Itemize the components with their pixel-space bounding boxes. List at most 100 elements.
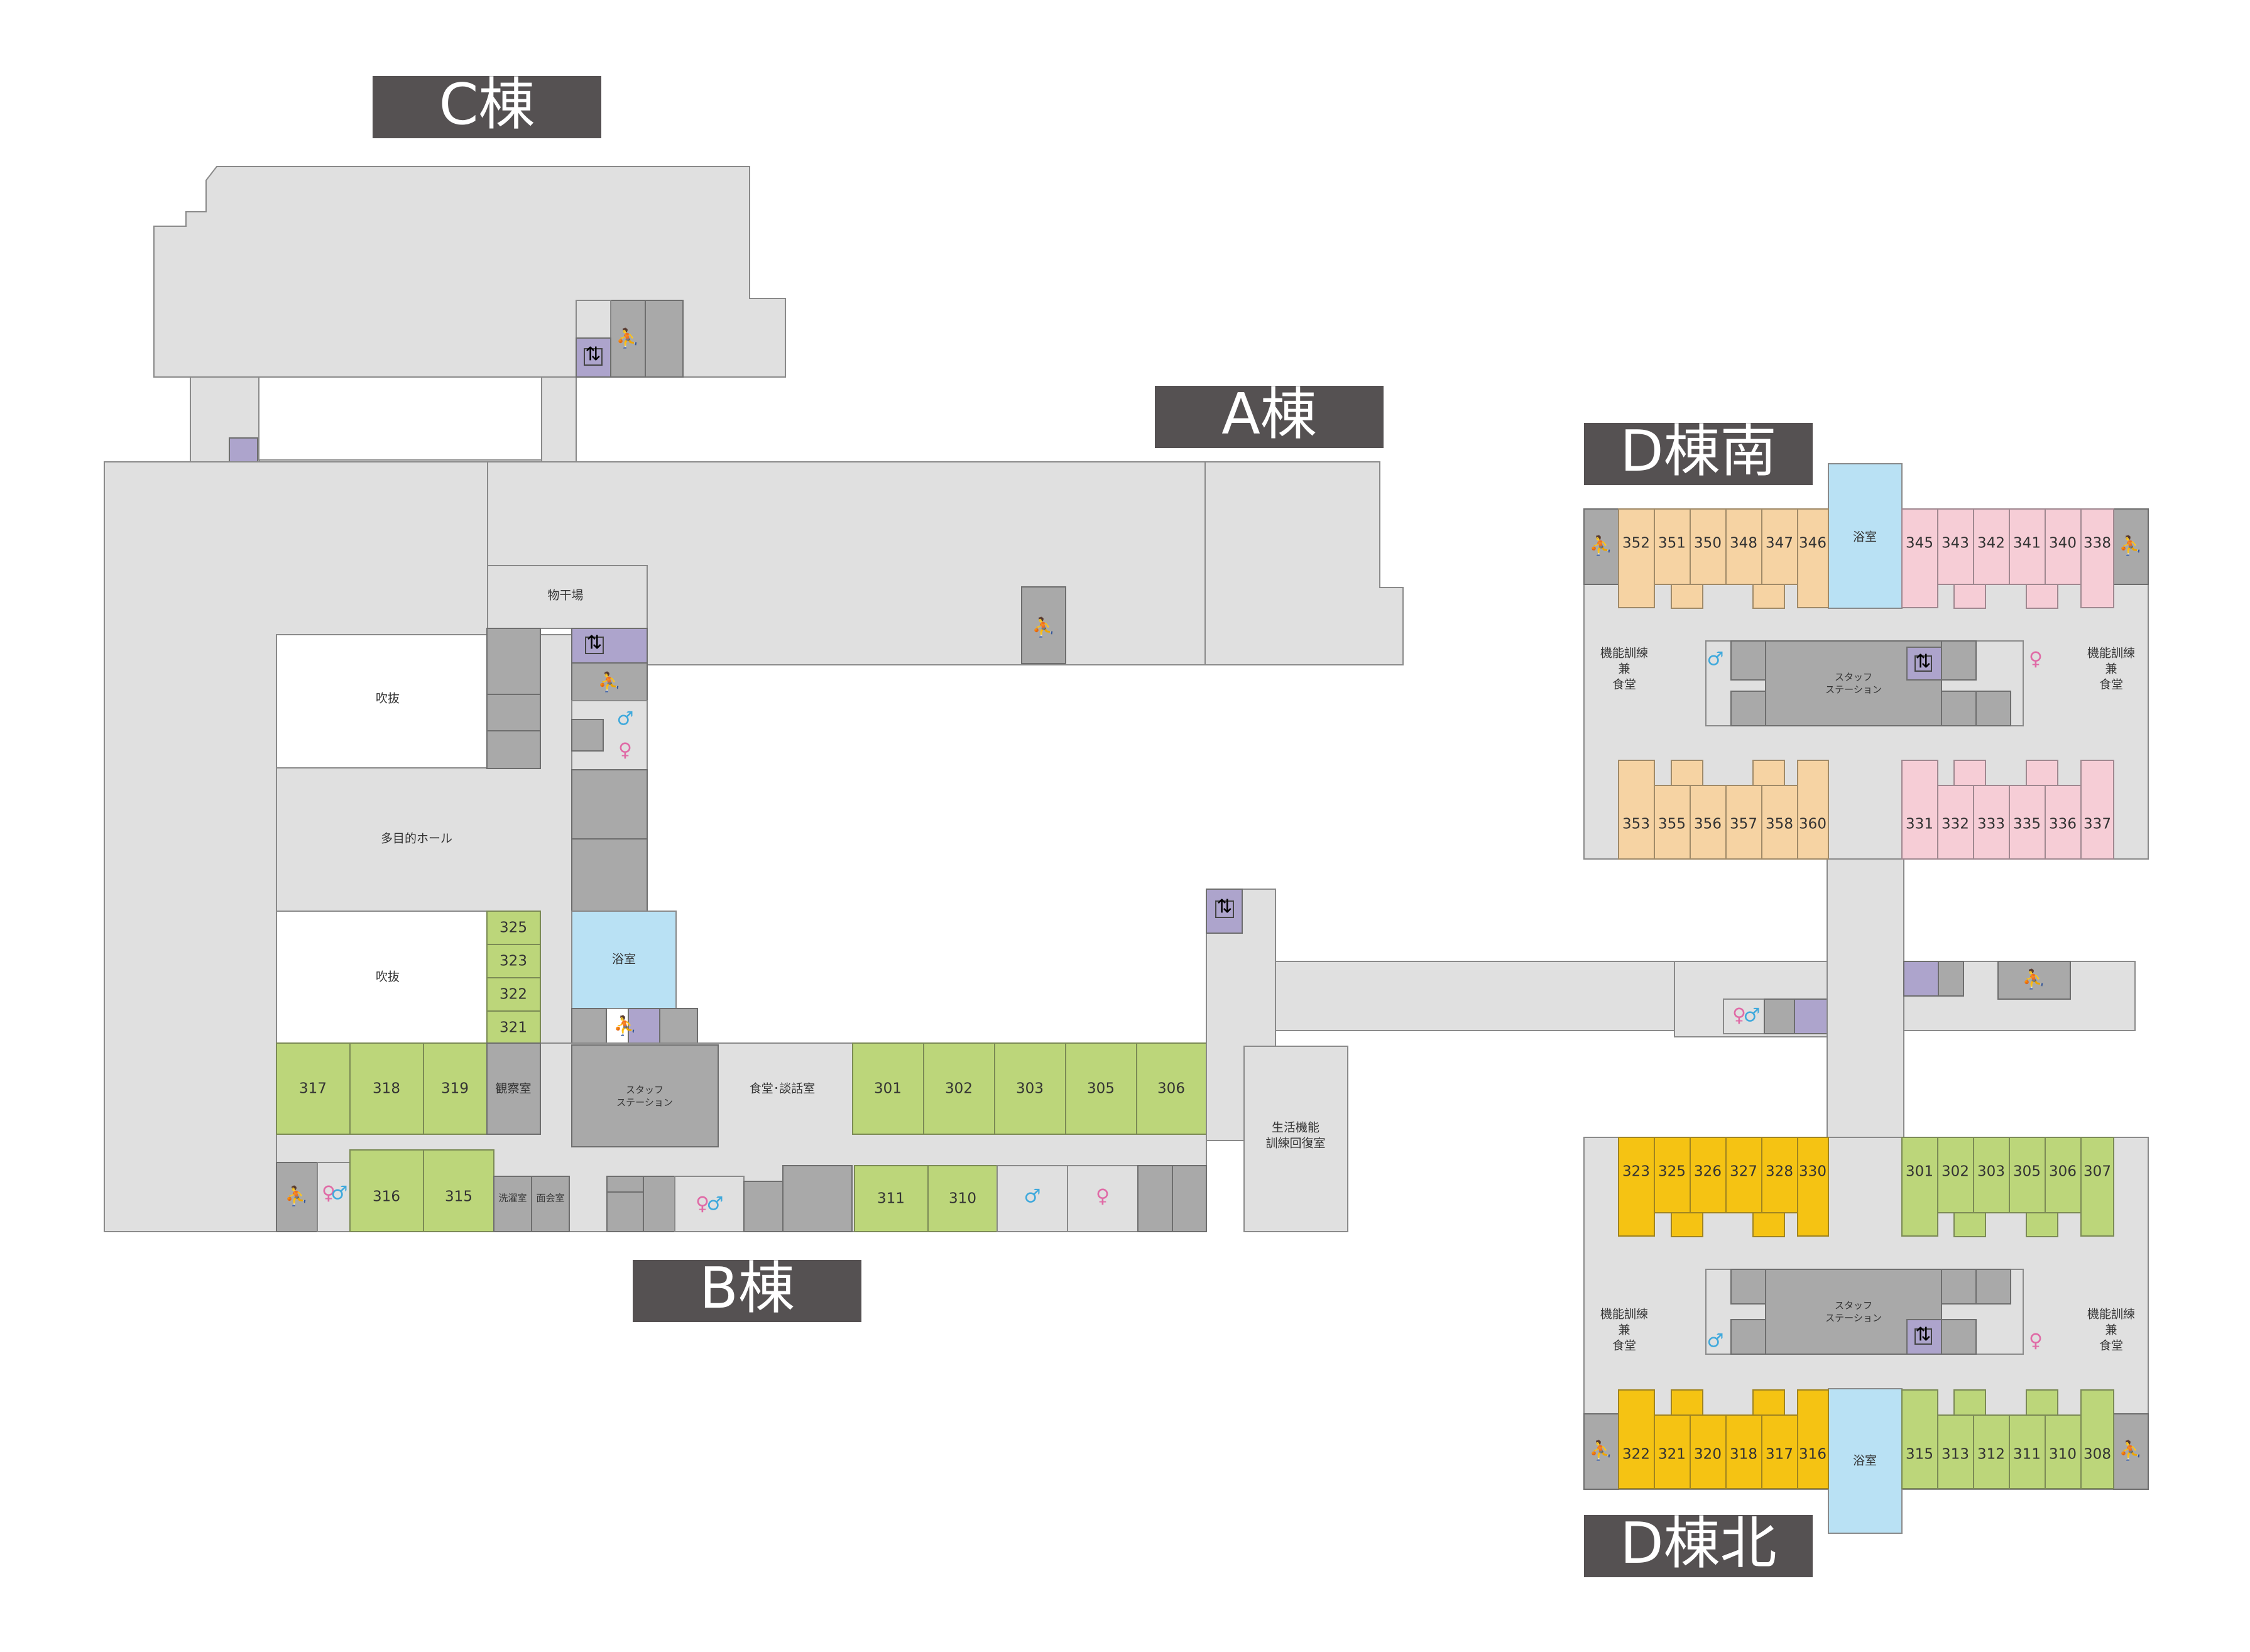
b-bottom-female-toilet-icon-mid: ♀: [696, 1193, 709, 1215]
room-b311: 311: [877, 1191, 905, 1207]
room-dn317: 317: [1766, 1447, 1793, 1463]
b-right-elevator-icon: ⇅: [1215, 896, 1234, 918]
room-ds348: 348: [1730, 535, 1757, 552]
building-label-b: B棟: [633, 1255, 861, 1322]
b-staff-station-label-1: スタッフ: [626, 1085, 664, 1096]
room-dn307: 307: [2083, 1164, 2111, 1180]
room-ds350: 350: [1694, 535, 1722, 552]
room-dn302: 302: [1941, 1164, 1969, 1180]
room-dn327: 327: [1730, 1164, 1757, 1180]
conn-elevator: [1794, 998, 1830, 1034]
room-ds358: 358: [1766, 816, 1793, 833]
room-ds356: 356: [1694, 816, 1722, 833]
room-ds336: 336: [2049, 816, 2077, 833]
building-label-d-south: D棟南: [1584, 418, 1813, 485]
dn-stairs-icon-right: ⛹: [2119, 1439, 2142, 1462]
dn-staff-station-label-2: ステーション: [1825, 1313, 1882, 1324]
room-ds338: 338: [2083, 535, 2111, 552]
c-elevator-small: [229, 437, 258, 462]
room-dn323: 323: [1622, 1164, 1650, 1180]
ds-stairs-icon-right: ⛹: [2119, 534, 2142, 557]
dn-female-toilet-icon-right: ♀: [2029, 1330, 2043, 1352]
b-bath: [571, 911, 677, 1009]
b-core-female-toilet-icon: ♀: [618, 740, 632, 762]
room-ds340: 340: [2049, 535, 2077, 552]
ds-bath-label: 浴室: [1853, 530, 1877, 544]
dn-kino-right-2: 兼: [2105, 1323, 2117, 1337]
ds-annex-stairs-icon: ⛹: [2022, 968, 2045, 991]
b-building: 吹抜 多目的ホール 吹抜 ⇅ ⛹ ♂ ♀ 浴室 ⛹ 325 323 322: [104, 461, 1348, 1232]
c-elevator: [576, 337, 611, 378]
room-dn318: 318: [1730, 1447, 1757, 1463]
svg-text:⛹: ⛹: [2119, 1439, 2142, 1462]
room-ds331: 331: [1906, 816, 1933, 833]
room-dn325: 325: [1658, 1164, 1686, 1180]
dn-kino-left-3: 食堂: [1612, 1339, 1636, 1353]
room-ds353: 353: [1622, 816, 1650, 833]
ds-kino-left-2: 兼: [1618, 662, 1630, 676]
room-ds360: 360: [1799, 816, 1827, 833]
room-ds343: 343: [1941, 535, 1969, 552]
monohoshiba-label: 物干場: [547, 589, 583, 603]
room-b323: 323: [500, 953, 527, 970]
fukinuke-upper: [276, 634, 488, 769]
ds-elevator: [1906, 647, 1942, 681]
b-staff-station: [571, 1044, 719, 1147]
a-building: 物干場 ⛹: [486, 461, 1404, 665]
room-b322: 322: [500, 987, 527, 1003]
room-b319: 319: [441, 1081, 469, 1097]
ds-kino-left-3: 食堂: [1612, 678, 1636, 692]
room-b317: 317: [299, 1081, 327, 1097]
ds-male-toilet-icon-left: ♂: [1707, 648, 1724, 670]
room-b316: 316: [373, 1189, 400, 1205]
room-dn313: 313: [1941, 1447, 1969, 1463]
room-dn301: 301: [1906, 1164, 1933, 1180]
b-core-stairs-icon: ⛹: [598, 670, 621, 694]
room-ds337: 337: [2083, 816, 2111, 833]
svg-text:⇅: ⇅: [1216, 896, 1232, 918]
svg-text:⛹: ⛹: [2119, 534, 2142, 557]
dn-kino-left-1: 機能訓練: [1600, 1308, 1648, 1321]
ds-elevator-icon: ⇅: [1914, 651, 1932, 673]
room-dn322: 322: [1622, 1447, 1650, 1463]
room-b325: 325: [500, 920, 527, 936]
room-dn305: 305: [2013, 1164, 2041, 1180]
svg-text:⇅: ⇅: [1915, 1324, 1931, 1346]
dn-male-toilet-icon-left: ♂: [1707, 1330, 1724, 1352]
svg-text:⛹: ⛹: [1589, 534, 1612, 557]
svg-text:⇅: ⇅: [1915, 651, 1931, 673]
room-ds333: 333: [1977, 816, 2005, 833]
dn-elevator: [1906, 1319, 1942, 1355]
dn-kino-left-2: 兼: [1618, 1323, 1630, 1337]
b-bottom-male-toilet-icon-left: ♂: [331, 1183, 348, 1205]
building-label-a: A棟: [1155, 381, 1384, 448]
room-dn308: 308: [2083, 1447, 2111, 1463]
c-building: ⇅ ⛹: [153, 166, 786, 462]
b-bottom-male-toilet-icon-right: ♂: [1024, 1186, 1041, 1208]
fukinuke-lower-label: 吹抜: [376, 970, 400, 984]
room-b302: 302: [945, 1081, 973, 1097]
dn-elevator-icon: ⇅: [1914, 1324, 1932, 1346]
ds-kino-right-1: 機能訓練: [2087, 647, 2135, 660]
room-ds332: 332: [1941, 816, 1969, 833]
building-label-d-north: D棟北: [1584, 1511, 1813, 1577]
svg-text:⛹: ⛹: [598, 670, 621, 694]
d-north-building: 浴室 ⛹ ⛹ 323 325 326 327 328 330 301 302 3…: [1583, 1137, 2149, 1534]
room-dn306: 306: [2049, 1164, 2077, 1180]
ds-kino-left-1: 機能訓練: [1600, 647, 1648, 660]
ds-staff-station-label-1: スタッフ: [1835, 672, 1872, 683]
dn-staff-station-label-1: スタッフ: [1835, 1300, 1872, 1311]
room-b318: 318: [373, 1081, 400, 1097]
b-bottom-stairs-icon-left: ⛹: [285, 1184, 308, 1208]
room-dn326: 326: [1694, 1164, 1722, 1180]
svg-text:⛹: ⛹: [613, 1014, 636, 1037]
room-b305: 305: [1087, 1081, 1115, 1097]
b-core-elevator: [571, 628, 648, 664]
svg-text:⛹: ⛹: [1032, 616, 1055, 639]
room-ds345: 345: [1906, 535, 1933, 552]
dn-kino-right-1: 機能訓練: [2087, 1308, 2135, 1321]
building-label-d-north-text: D棟北: [1620, 1511, 1776, 1577]
room-dn311: 311: [2013, 1447, 2041, 1463]
room-ds352: 352: [1622, 535, 1650, 552]
